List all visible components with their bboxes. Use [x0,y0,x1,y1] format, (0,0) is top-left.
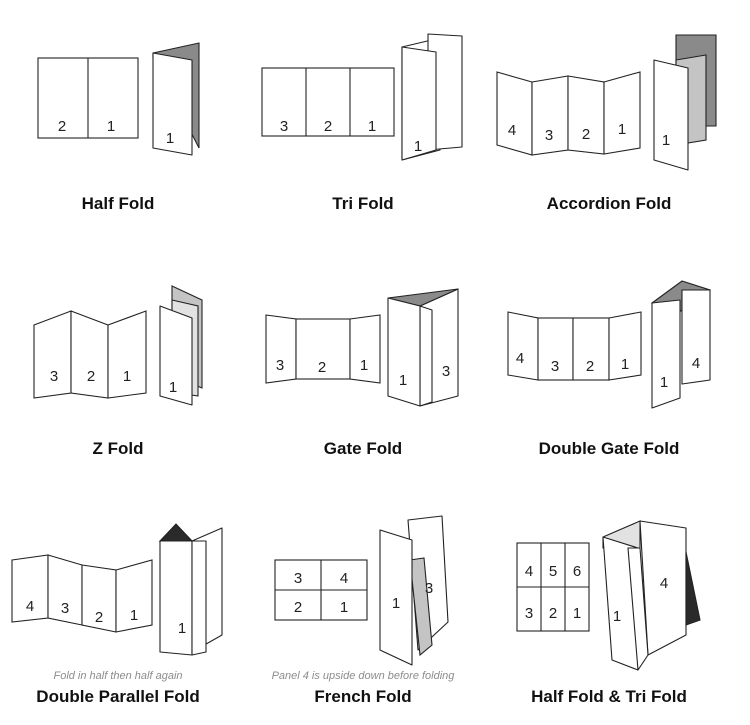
half-tri-fold-flat-panel-label: 4 [525,563,533,580]
half-tri-fold-shadow [685,551,701,626]
double-parallel-fold-front-panel [159,540,193,656]
accordion-fold-flat-panel-label: 2 [582,126,590,143]
half-tri-fold-flat-panel-label: 1 [573,605,581,622]
double-gate-fold-folded-panel-label: 4 [692,355,700,372]
french-fold-flat-panel-label: 3 [294,570,302,587]
tri-fold-flat-sheet [261,67,395,137]
double-parallel-fold-flat-panel [115,559,153,633]
double-gate-fold-right-panel [681,289,711,385]
half-tri-fold-caption: Half Fold & Tri Fold [531,687,687,706]
tri-fold-flat-panel-label: 1 [368,118,376,135]
gate-fold-illustration: 3 2 1 1 3 [265,288,459,407]
tri-fold-front-panel [401,46,437,161]
french-fold-note: Panel 4 is upside down before folding [271,670,455,682]
double-gate-fold-flat-panel-label: 3 [551,358,559,375]
french-fold-flat-panel-label: 2 [294,599,302,616]
french-fold-flat-panel-label: 4 [340,570,348,587]
half-tri-fold-flat-panel-label: 5 [549,563,557,580]
z-fold-flat-panel-label: 2 [87,368,95,385]
gate-fold-inner-panel [419,305,433,407]
tri-fold-flat-panel-label: 2 [324,118,332,135]
accordion-fold-illustration: 4 3 2 1 1 [496,34,717,171]
z-fold-illustration: 3 2 1 1 [33,285,203,406]
tri-fold-flat-panel-label: 3 [280,118,288,135]
gate-fold-flat-panel-label: 1 [360,357,368,374]
tri-fold-caption: Tri Fold [332,194,394,213]
z-fold-flat-panel-label: 3 [50,368,58,385]
half-tri-fold-illustration: 4 5 6 3 2 1 1 4 [516,520,701,671]
half-fold-front-panel [152,52,193,156]
half-tri-fold-folded-panel-label: 4 [660,575,668,592]
half-fold-folded-panel-label: 1 [166,130,174,147]
french-fold-folded-panel-label: 1 [392,595,400,612]
half-tri-fold-back-panel [639,520,687,656]
french-fold-front-panel [379,529,413,666]
gate-fold-folded-panel-label: 1 [399,372,407,389]
french-fold-illustration: 3 4 2 1 1 3 [274,515,449,666]
gate-fold-front-panel [387,297,421,407]
accordion-fold-flat-panel [603,71,641,155]
accordion-fold-flat-panel-label: 4 [508,122,516,139]
french-fold-flat-panel-label: 1 [340,599,348,616]
double-gate-fold-folded-panel-label: 1 [660,374,668,391]
double-gate-fold-flat-panel [608,311,642,381]
gate-fold-flat-panel [349,314,381,384]
french-fold-shadow [409,557,433,657]
gate-fold-flat-panel-label: 3 [276,357,284,374]
double-parallel-fold-flat-panel-label: 1 [130,607,138,624]
double-parallel-fold-illustration: 4 3 2 1 1 [11,523,223,656]
double-parallel-fold-caption: Double Parallel Fold [36,687,200,706]
tri-fold-illustration: 3 2 1 1 [261,33,463,161]
double-gate-fold-flat-panel-label: 2 [586,358,594,375]
z-fold-flat-panel [107,310,147,399]
half-tri-fold-flat-panel-label: 3 [525,605,533,622]
double-gate-fold-illustration: 4 3 2 1 1 4 [507,280,712,409]
half-tri-fold-flat-panel-label: 2 [549,605,557,622]
double-gate-fold-front-panel [651,299,681,409]
double-gate-fold-flat-panel [572,317,610,381]
half-fold-flat-panel-label: 2 [58,118,66,135]
double-parallel-fold-shadow [158,523,194,542]
double-gate-fold-caption: Double Gate Fold [538,439,680,458]
accordion-fold-front-panel [653,59,689,171]
gate-fold-flat-panel-label: 2 [318,359,326,376]
accordion-fold-flat-panel-label: 3 [545,127,553,144]
french-fold-folded-panel-label: 3 [425,580,433,597]
double-gate-fold-flat-panel-label: 4 [516,350,524,367]
french-fold-caption: French Fold [314,687,412,706]
accordion-fold-caption: Accordion Fold [546,194,672,213]
half-fold-flat-panel-label: 1 [107,118,115,135]
double-gate-fold-flat-panel [537,317,574,381]
half-fold-caption: Half Fold [81,194,155,213]
gate-fold-folded-panel-label: 3 [442,363,450,380]
double-parallel-fold-note: Fold in half then half again [53,670,183,682]
half-fold-illustration: 2 1 1 [37,42,200,156]
half-tri-fold-folded-panel-label: 1 [613,608,621,625]
double-gate-fold-flat-panel [507,311,539,381]
gate-fold-caption: Gate Fold [323,439,403,458]
z-fold-caption: Z Fold [92,439,144,458]
z-fold-flat-panel-label: 1 [123,368,131,385]
accordion-fold-flat-panel [496,71,533,156]
double-gate-fold-flat-panel-label: 1 [621,356,629,373]
double-parallel-fold-inner-panel [191,540,207,656]
accordion-fold-folded-panel-label: 1 [662,132,670,149]
double-parallel-fold-flat-panel-label: 2 [95,609,103,626]
double-parallel-fold-flat-panel-label: 3 [61,600,69,617]
accordion-fold-flat-panel-label: 1 [618,121,626,138]
double-parallel-fold-folded-panel-label: 1 [178,620,186,637]
tri-fold-folded-panel-label: 1 [414,138,422,155]
half-tri-fold-inner-panel [627,547,649,671]
half-tri-fold-flat-panel-label: 6 [573,563,581,580]
z-fold-front-panel [159,305,193,406]
double-parallel-fold-flat-panel-label: 4 [26,598,34,615]
z-fold-folded-panel-label: 1 [169,379,177,396]
